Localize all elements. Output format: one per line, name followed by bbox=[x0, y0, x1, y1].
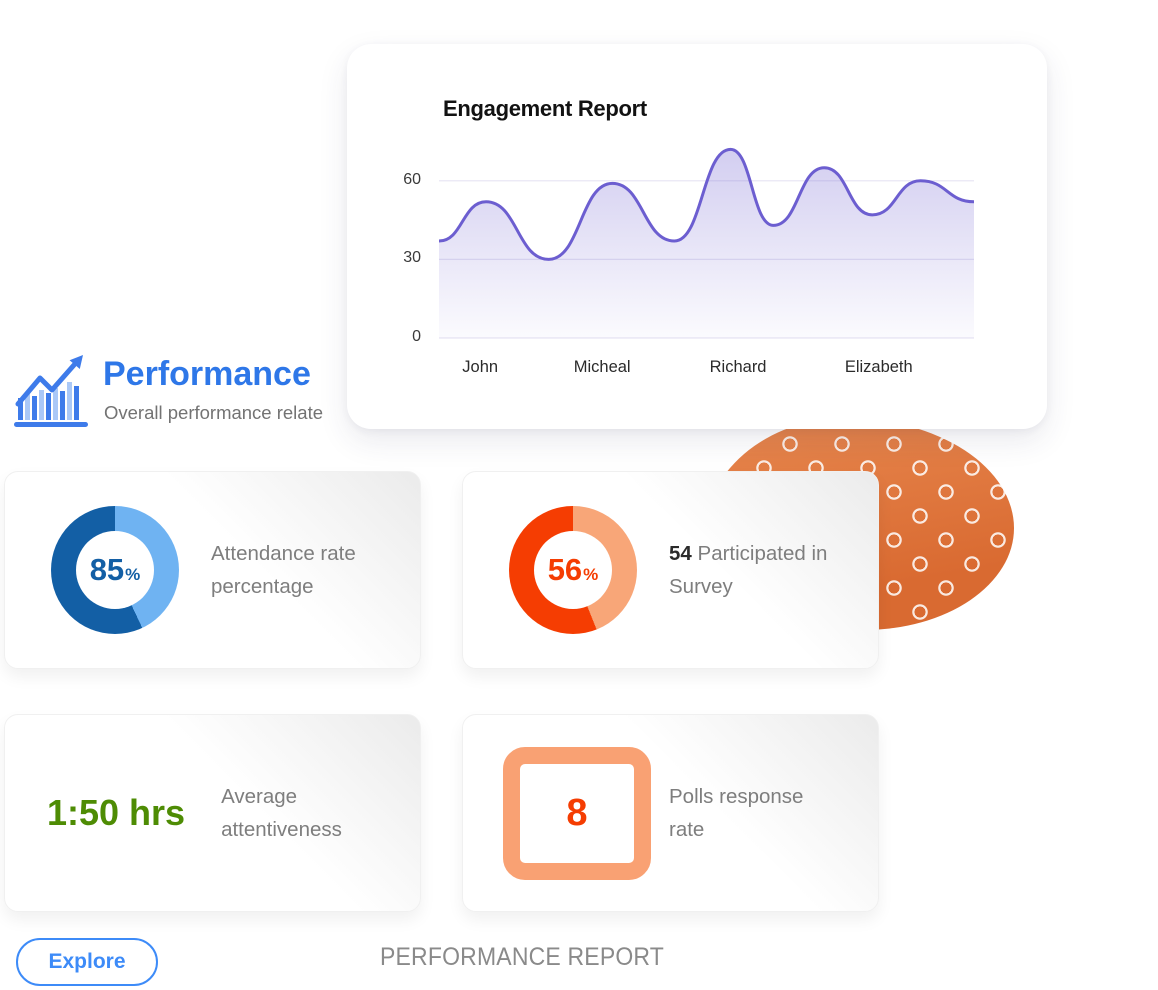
y-axis-tick: 0 bbox=[412, 328, 421, 345]
average-attentiveness-card: 1:50 hrs Average attentiveness bbox=[4, 714, 421, 912]
performance-report-label: PERFORMANCE REPORT bbox=[380, 943, 665, 971]
x-axis-label: Elizabeth bbox=[844, 358, 913, 376]
explore-button[interactable]: Explore bbox=[16, 938, 158, 986]
chart-x-axis: John Micheal Richard Elizabeth bbox=[439, 358, 974, 384]
attendance-percent-value: 85 bbox=[89, 552, 125, 587]
attentiveness-value: 1:50 hrs bbox=[47, 792, 186, 833]
attendance-donut-chart: 85 % bbox=[51, 506, 179, 634]
chart-y-axis: 60 30 0 bbox=[381, 134, 429, 345]
attendance-label: Attendance rate percentage bbox=[211, 541, 356, 598]
growth-bar-chart-icon bbox=[14, 355, 88, 427]
polls-response-card: 8 Polls response rate bbox=[462, 714, 879, 912]
engagement-wave-chart bbox=[439, 147, 974, 339]
survey-percent-sign: % bbox=[583, 565, 599, 584]
performance-title: Performance bbox=[103, 355, 311, 393]
engagement-report-title: Engagement Report bbox=[443, 96, 647, 121]
attendance-percent-sign: % bbox=[125, 565, 141, 584]
performance-subtitle: Overall performance relate bbox=[104, 402, 324, 423]
survey-donut-chart: 56 % bbox=[509, 506, 637, 634]
x-axis-label: John bbox=[462, 358, 499, 376]
polls-square-badge: 8 bbox=[503, 746, 651, 880]
survey-donut-center: 56 % bbox=[534, 531, 612, 609]
survey-label: 54 Participated in Survey bbox=[669, 537, 854, 603]
y-axis-tick: 30 bbox=[403, 249, 421, 267]
y-axis-tick: 60 bbox=[403, 170, 421, 188]
polls-value: 8 bbox=[566, 791, 588, 834]
attentiveness-label: Average attentiveness bbox=[221, 784, 342, 841]
x-axis-label: Micheal bbox=[573, 358, 631, 376]
survey-label-text: Participated in Survey bbox=[669, 541, 828, 598]
attendance-donut-center: 85 % bbox=[76, 531, 154, 609]
survey-participation-card: 56 % 54 Participated in Survey bbox=[462, 471, 879, 669]
survey-count: 54 bbox=[669, 541, 692, 565]
survey-percent-value: 56 bbox=[547, 552, 583, 587]
polls-label: Polls response rate bbox=[669, 784, 804, 841]
x-axis-label: Richard bbox=[709, 358, 767, 376]
engagement-report-card: Engagement Report 60 30 0 John Micheal Richa… bbox=[347, 44, 1047, 429]
attendance-rate-card: 85 % Attendance rate percentage bbox=[4, 471, 421, 669]
